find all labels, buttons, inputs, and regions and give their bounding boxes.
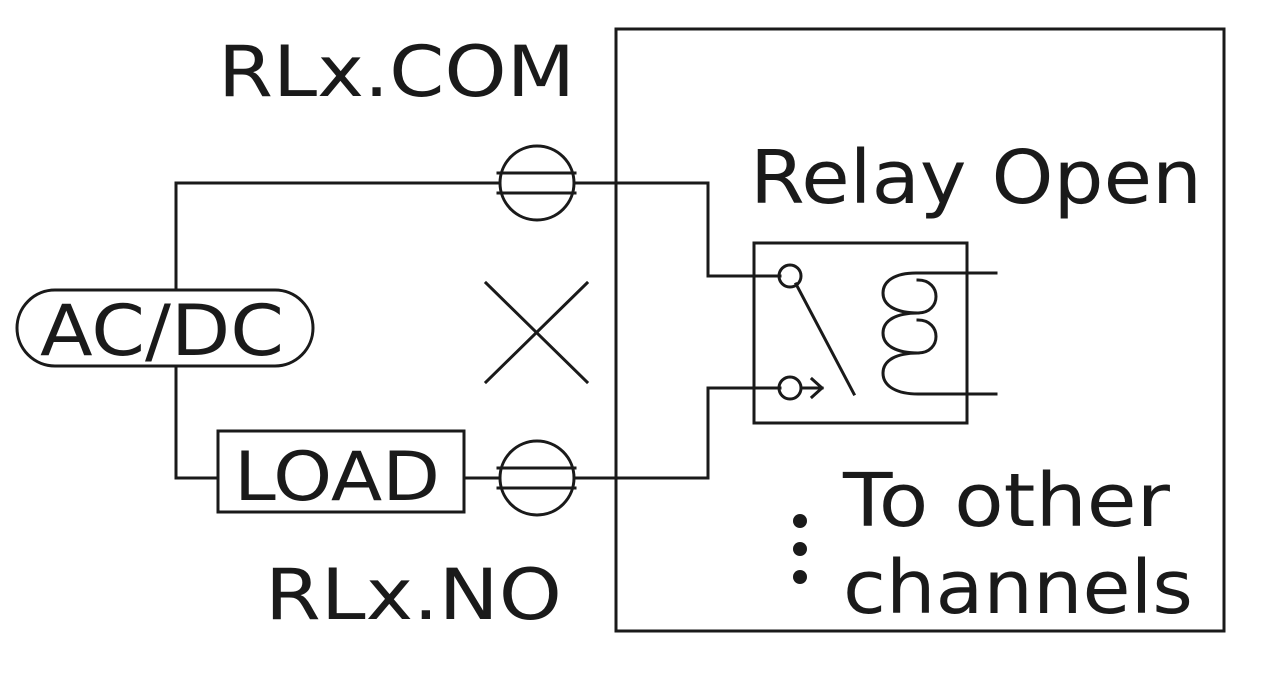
com-terminal-label: RLx.COM	[218, 31, 575, 113]
source-label: AC/DC	[40, 290, 284, 372]
wire-com-to-relay	[573, 181, 782, 278]
load-box	[216, 429, 466, 514]
wire-top-left	[174, 181, 500, 292]
no-terminal-label: RLx.NO	[265, 554, 562, 636]
other-channels-line1: To other	[842, 458, 1171, 544]
other-channels-line2: channels	[843, 545, 1193, 631]
ac-dc-source	[15, 288, 315, 368]
relay-com-contact-icon	[777, 263, 803, 289]
relay-body	[752, 241, 969, 425]
relay-no-contact-icon	[777, 375, 803, 401]
module-enclosure	[614, 27, 1226, 633]
wire-bottom-left	[174, 364, 220, 480]
no-terminal-icon	[496, 439, 577, 517]
relay-switch-arm	[793, 281, 857, 397]
com-terminal-icon	[496, 144, 577, 222]
contact-arrow-icon	[799, 376, 825, 400]
no-connection-x-icon	[483, 280, 590, 385]
relay-state-label: Relay Open	[750, 135, 1202, 221]
ellipsis-dots-icon	[793, 514, 807, 584]
wire-no-to-relay	[573, 386, 782, 480]
relay-coil-icon	[881, 271, 998, 396]
load-label: LOAD	[234, 438, 440, 517]
